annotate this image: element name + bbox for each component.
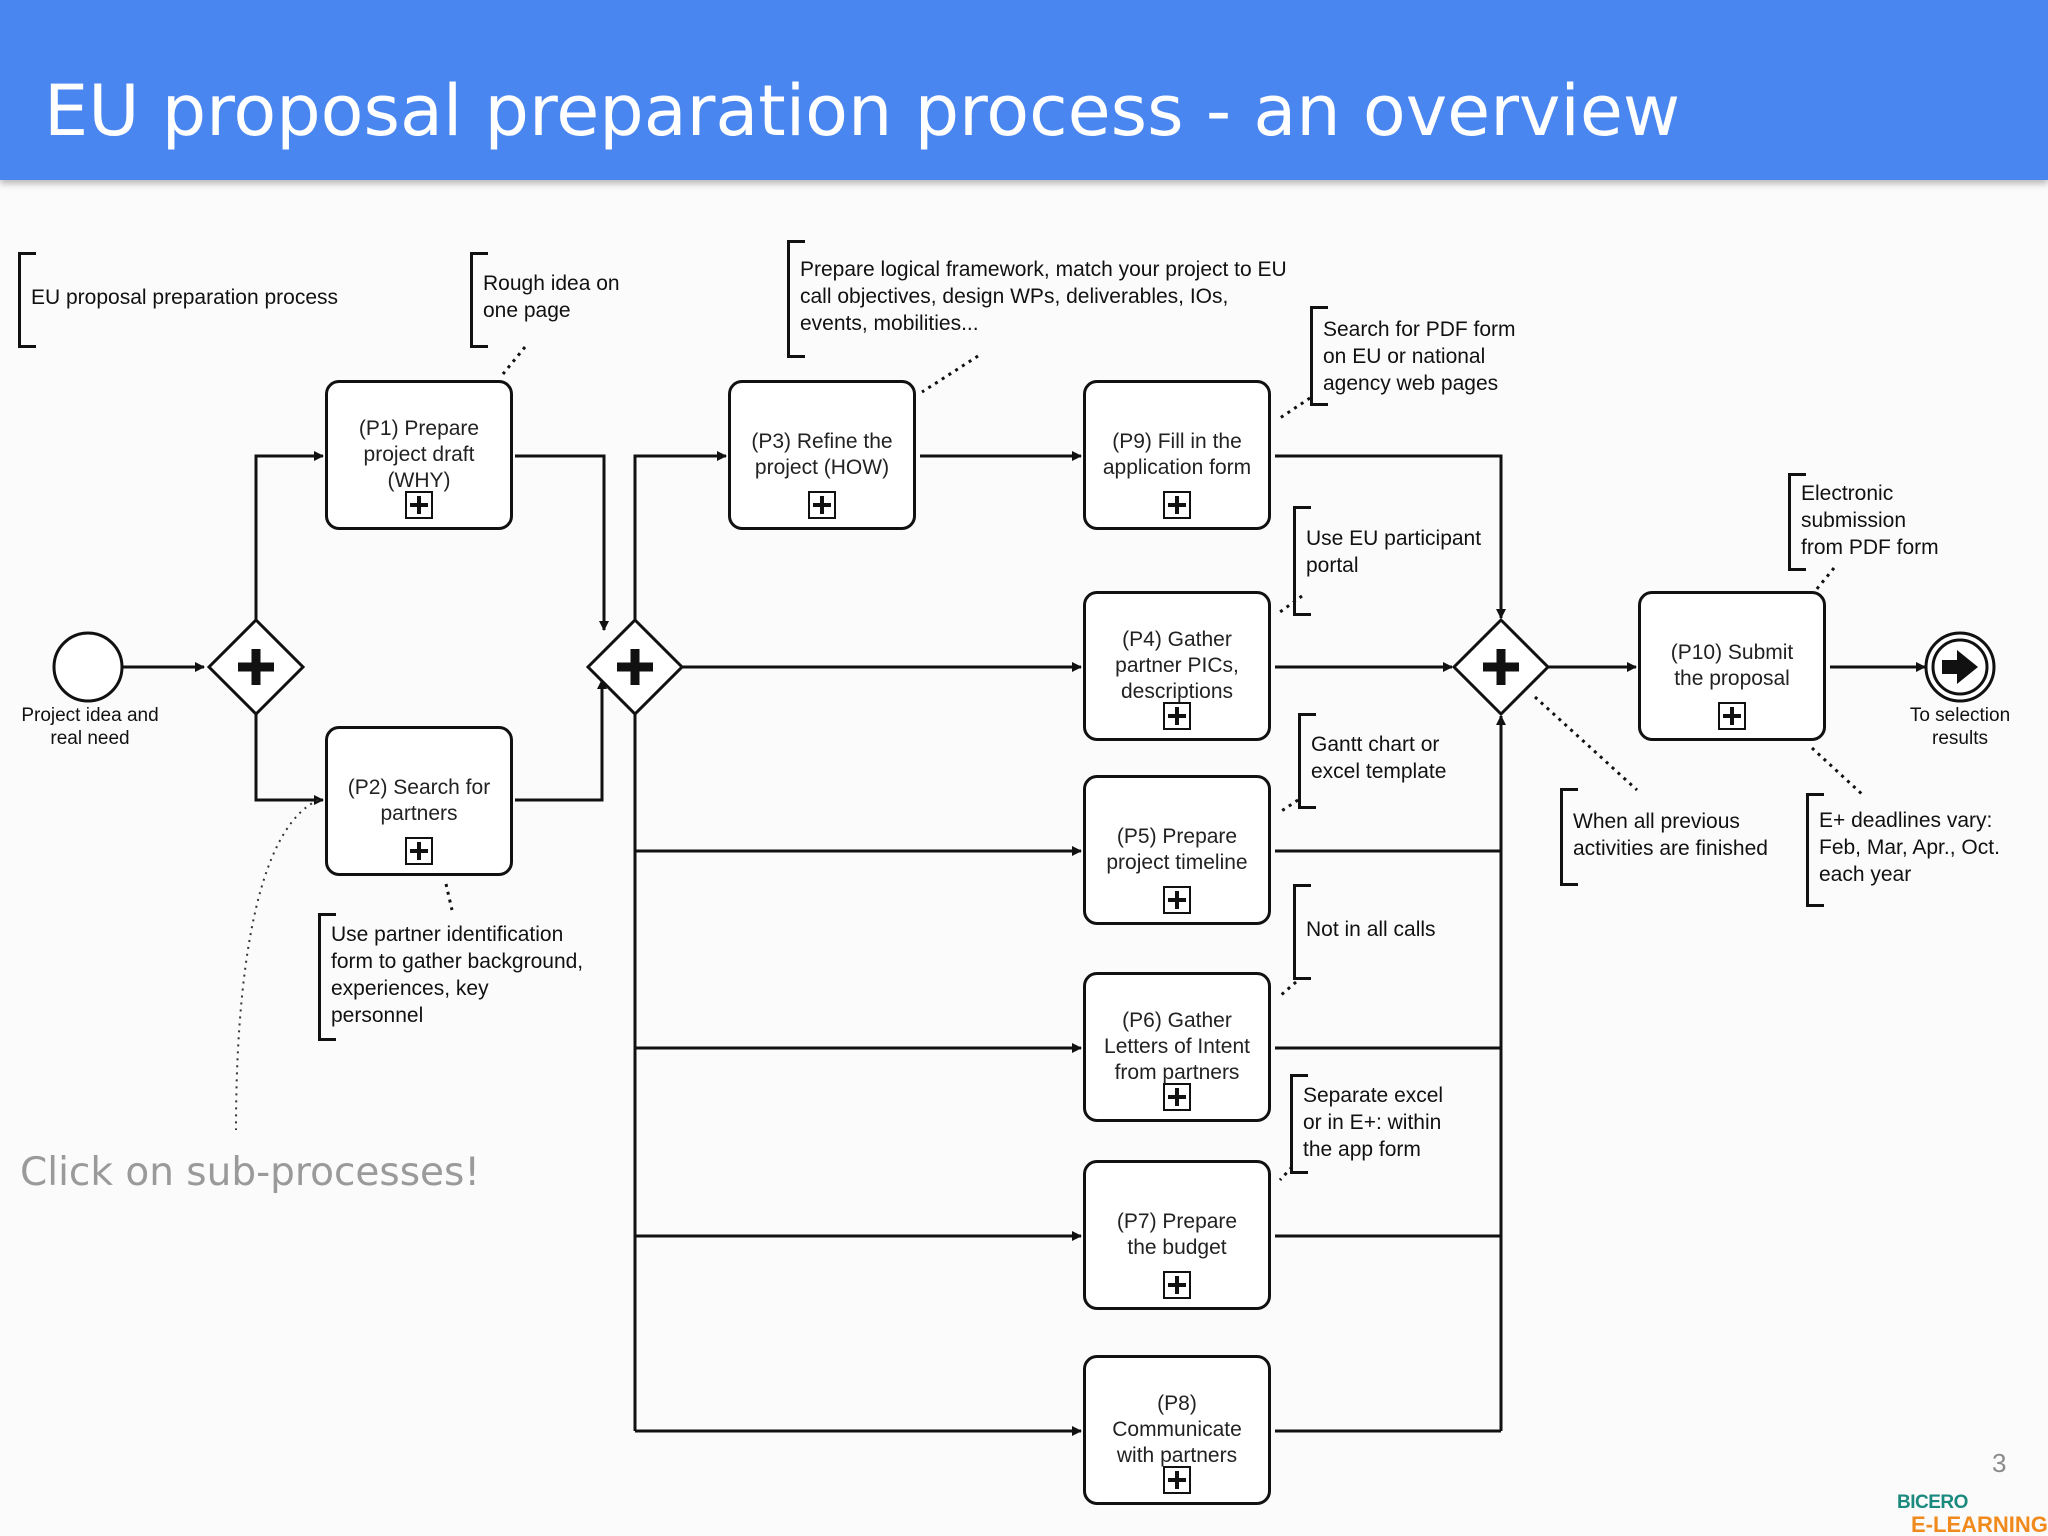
task-p1-label: (P1) Prepare project draft (WHY) — [358, 417, 480, 492]
assoc-p10-top — [1814, 567, 1836, 591]
subprocess-expand-icon[interactable] — [1163, 1083, 1191, 1111]
end-event-label: To selection results — [1909, 705, 2011, 749]
task-p9-fill-application-form[interactable]: (P9) Fill in the application form — [1083, 380, 1271, 530]
assoc-p10-bottom — [1810, 746, 1866, 798]
task-p9-label: (P9) Fill in the application form — [1102, 430, 1252, 479]
flow-p2-gw2 — [515, 679, 607, 802]
assoc-p3 — [921, 354, 979, 394]
flow-p9-join — [1275, 454, 1506, 619]
task-p2-label: (P2) Search for partners — [347, 776, 491, 825]
task-p10-label: (P10) Submit the proposal — [1670, 641, 1794, 690]
task-p4-label: (P4) Gather partner PICs, descriptions — [1115, 628, 1239, 703]
subprocess-expand-icon[interactable] — [405, 491, 433, 519]
flow-gw2-p3 — [633, 451, 727, 622]
subprocess-expand-icon[interactable] — [808, 491, 836, 519]
annotation-p10-bottom: E+ deadlines vary: Feb, Mar, Apr., Oct. … — [1806, 793, 2036, 907]
flow-split-p1 — [254, 451, 324, 622]
annotation-p4: Use EU participant portal — [1293, 506, 1513, 616]
subprocess-expand-icon[interactable] — [1163, 1271, 1191, 1299]
task-p7-prepare-budget[interactable]: (P7) Prepare the budget — [1083, 1160, 1271, 1310]
annotation-p10-top: Electronic submission from PDF form — [1788, 473, 1988, 571]
task-p2-search-partners[interactable]: (P2) Search for partners — [325, 726, 513, 876]
page-number: 3 — [1992, 1448, 2007, 1478]
task-p7-label: (P7) Prepare the budget — [1116, 1210, 1238, 1259]
task-p3-label: (P3) Refine the project (HOW) — [751, 430, 893, 479]
assoc-p5 — [1279, 798, 1299, 814]
subprocess-expand-icon[interactable] — [1163, 702, 1191, 730]
assoc-hint — [235, 799, 319, 1131]
annotation-p7: Separate excel or in E+: within the app … — [1290, 1074, 1480, 1174]
task-p1-prepare-project-draft[interactable]: (P1) Prepare project draft (WHY) — [325, 380, 513, 530]
subprocess-expand-icon[interactable] — [1163, 491, 1191, 519]
end-event[interactable] — [1924, 631, 1996, 703]
annotation-p5: Gantt chart or excel template — [1298, 713, 1488, 809]
task-p5-prepare-timeline[interactable]: (P5) Prepare project timeline — [1083, 775, 1271, 925]
task-p8-label: (P8) Communicate with partners — [1112, 1392, 1242, 1467]
annotation-join: When all previous activities are finishe… — [1560, 788, 1800, 886]
annotation-p2: Use partner identification form to gathe… — [318, 913, 628, 1041]
flow-split-p2 — [254, 712, 324, 805]
task-p8-communicate[interactable]: (P8) Communicate with partners — [1083, 1355, 1271, 1505]
logo-line2: E-LEARNING — [1911, 1512, 2048, 1536]
annotation-process-name: EU proposal preparation process — [18, 252, 378, 348]
click-hint: Click on sub-processes! — [20, 1150, 480, 1195]
assoc-join — [1533, 695, 1639, 792]
flow-p1-gw2 — [515, 454, 609, 631]
task-p5-label: (P5) Prepare project timeline — [1106, 825, 1248, 874]
subprocess-expand-icon[interactable] — [1718, 702, 1746, 730]
assoc-p1 — [501, 346, 527, 375]
assoc-p9 — [1279, 396, 1311, 420]
logo: BICERO E-LEARNING — [1897, 1492, 2048, 1536]
assoc-p6 — [1279, 980, 1297, 998]
task-p4-gather-pics[interactable]: (P4) Gather partner PICs, descriptions — [1083, 591, 1271, 741]
subprocess-expand-icon[interactable] — [1163, 1466, 1191, 1494]
logo-line1: BICERO — [1897, 1492, 1968, 1513]
task-p3-refine-project[interactable]: (P3) Refine the project (HOW) — [728, 380, 916, 530]
task-p6-label: (P6) Gather Letters of Intent from partn… — [1104, 1009, 1250, 1084]
start-event-label: Project idea and real need — [21, 705, 159, 749]
task-p10-submit-proposal[interactable]: (P10) Submit the proposal — [1638, 591, 1826, 741]
assoc-p2-note — [444, 883, 454, 911]
annotation-p3: Prepare logical framework, match your pr… — [787, 240, 1347, 358]
task-p6-letters-of-intent[interactable]: (P6) Gather Letters of Intent from partn… — [1083, 972, 1271, 1122]
annotation-p6: Not in all calls — [1293, 884, 1493, 980]
page-title: EU proposal preparation process - an ove… — [44, 70, 1681, 152]
annotation-p9: Search for PDF form on EU or national ag… — [1310, 306, 1550, 406]
annotation-p1: Rough idea on one page — [470, 252, 660, 348]
header-bar: EU proposal preparation process - an ove… — [0, 0, 2048, 180]
start-event — [52, 631, 124, 703]
subprocess-expand-icon[interactable] — [405, 837, 433, 865]
subprocess-expand-icon[interactable] — [1163, 886, 1191, 914]
